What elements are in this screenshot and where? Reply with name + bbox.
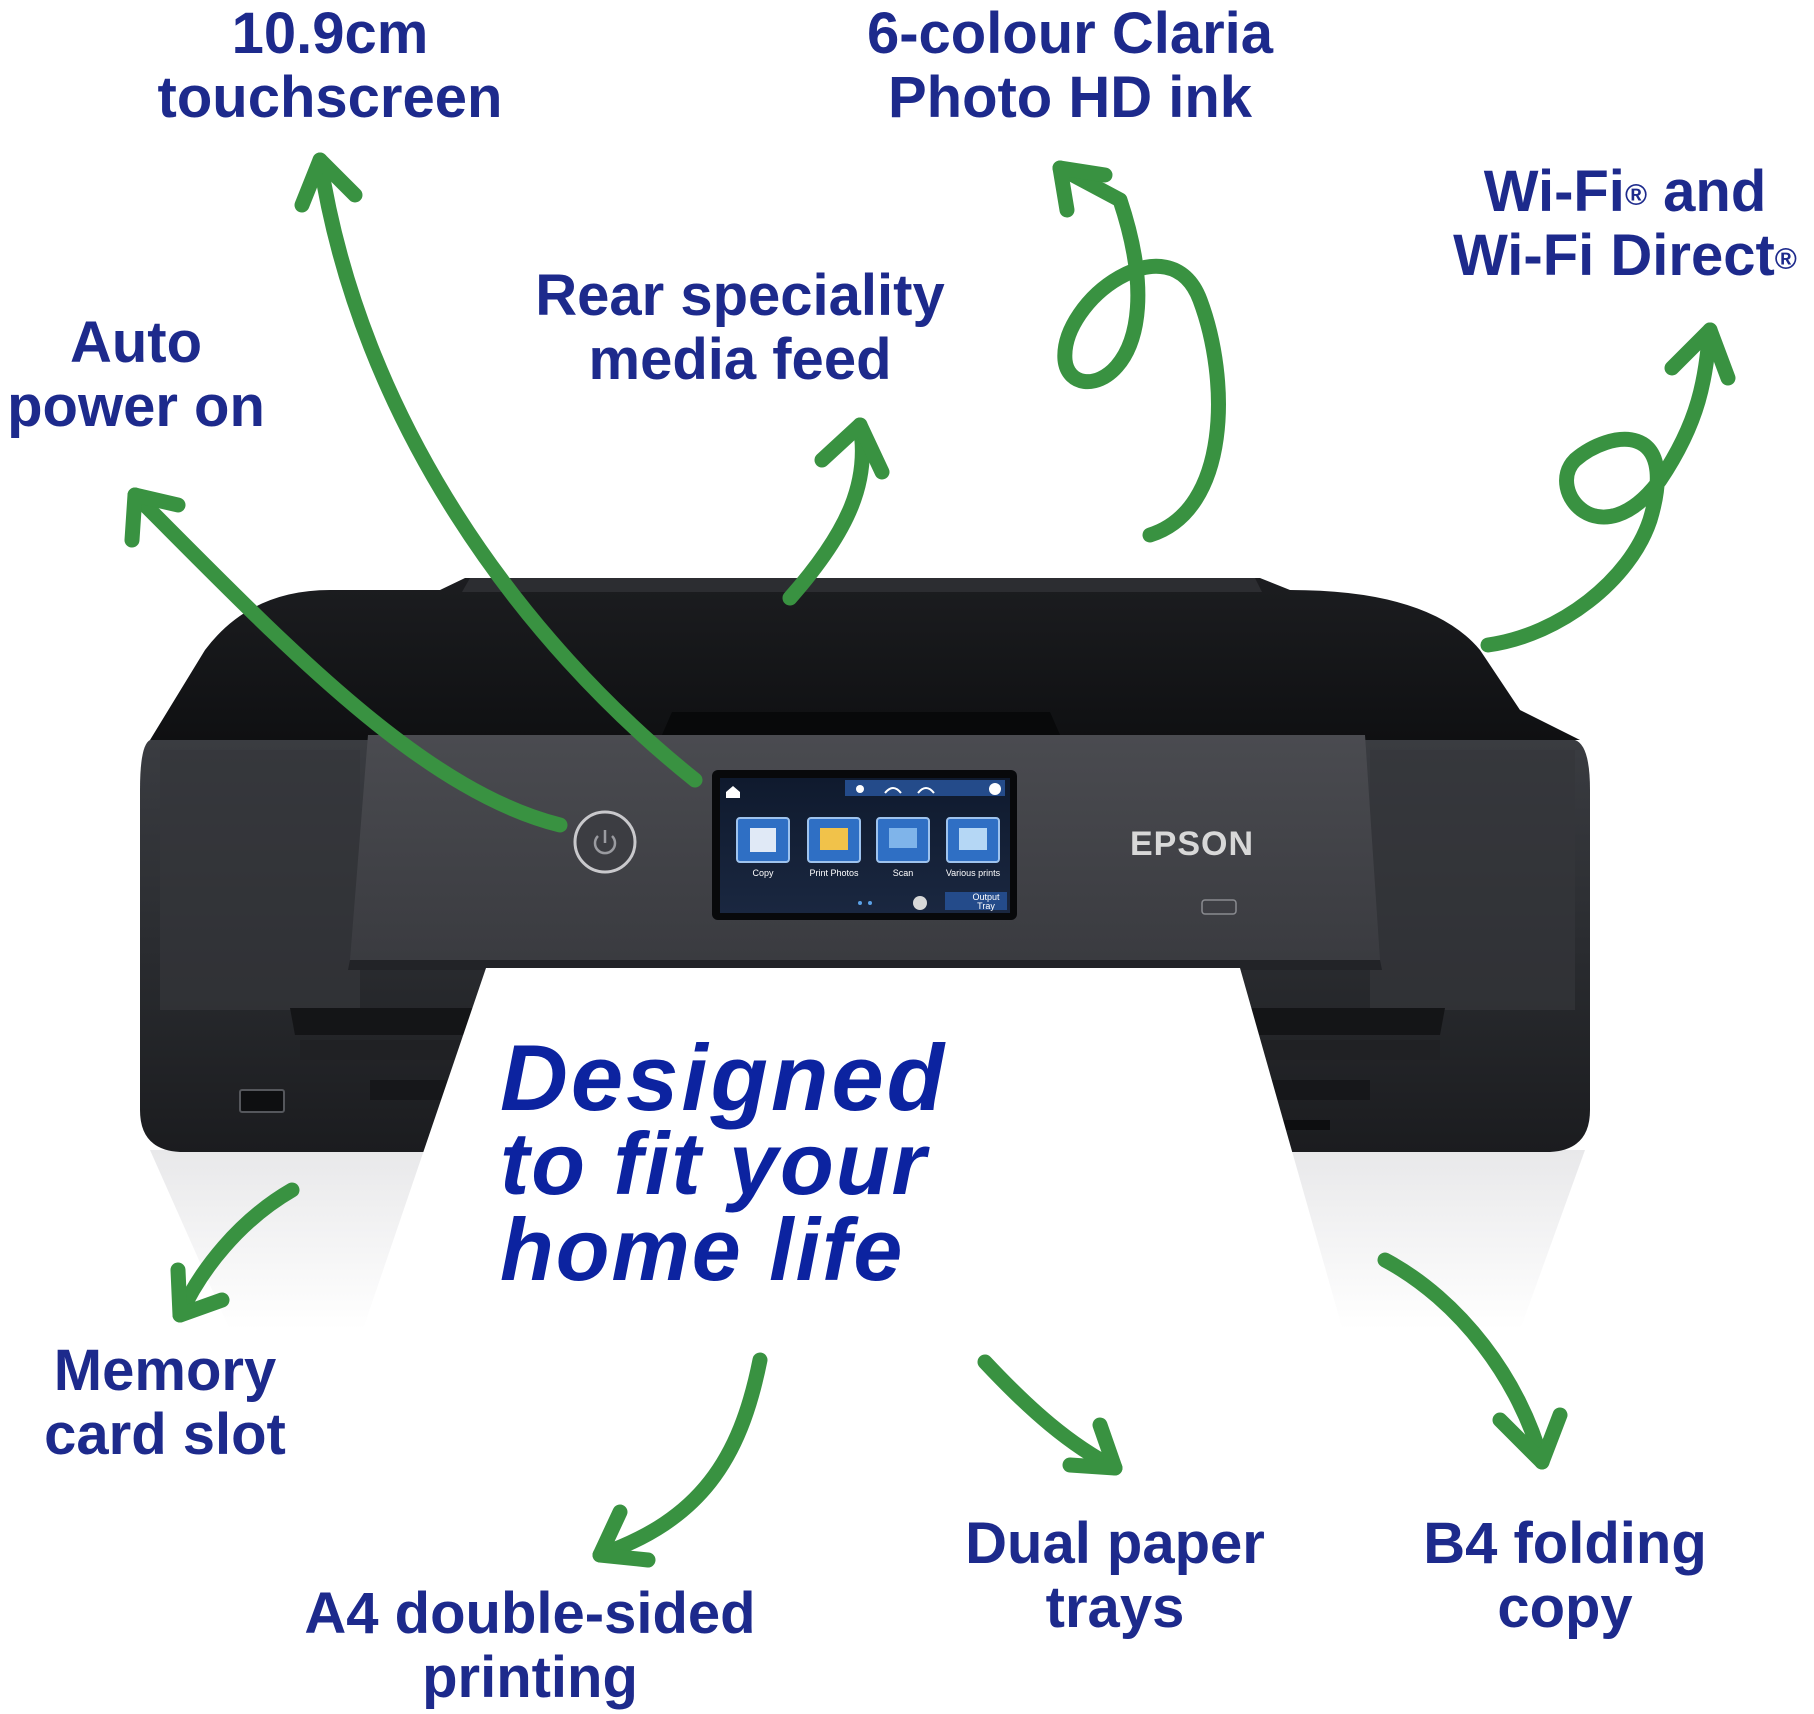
arrow-duplex bbox=[592, 1352, 768, 1563]
home-icon bbox=[726, 786, 740, 798]
arrow-trays bbox=[977, 1354, 1123, 1476]
brand-logo: EPSON bbox=[1130, 825, 1254, 863]
printed-paper bbox=[360, 968, 1345, 1338]
feature-rear-feed: Rear speciality media feed bbox=[535, 263, 945, 392]
callout-arrows bbox=[124, 152, 1736, 1568]
arrow-memory-card bbox=[172, 1182, 300, 1323]
arrow-duplex-head bbox=[592, 1504, 656, 1568]
touchscreen-display: Copy Print Photos Scan Various prints Ou… bbox=[712, 770, 1017, 920]
memory-card-slot bbox=[239, 1089, 285, 1113]
arrow-ink-head bbox=[1052, 160, 1113, 218]
power-icon bbox=[593, 830, 617, 855]
arrow-wifi bbox=[1480, 322, 1718, 653]
arrow-b4-copy-head bbox=[1492, 1407, 1568, 1470]
arrow-b4-copy bbox=[1377, 1252, 1550, 1470]
arrow-ink bbox=[1052, 160, 1226, 543]
tile-label: Copy bbox=[752, 868, 774, 878]
slogan-line: home life bbox=[500, 1200, 905, 1299]
slogan-line: to fit your bbox=[500, 1114, 928, 1213]
feature-duplex: A4 double-sided printing bbox=[304, 1581, 756, 1710]
tile-label: Scan bbox=[893, 868, 914, 878]
svg-text:Output: Output bbox=[972, 892, 1000, 902]
tile-label: Various prints bbox=[946, 868, 1001, 878]
arrow-wifi-head bbox=[1664, 322, 1736, 386]
feature-ink: 6-colour Claria Photo HD ink bbox=[866, 1, 1274, 130]
arrow-rear-feed-head bbox=[814, 417, 890, 480]
feature-memory-card: Memory card slot bbox=[44, 1338, 286, 1467]
arrow-touchscreen bbox=[312, 152, 703, 788]
svg-text:Tray: Tray bbox=[977, 901, 995, 911]
arrow-memory-card-head bbox=[170, 1262, 230, 1323]
wifi-icon bbox=[884, 787, 902, 794]
rear-feed-cover bbox=[662, 712, 1060, 735]
power-button bbox=[573, 810, 637, 874]
feature-trays: Dual paper trays bbox=[965, 1511, 1265, 1640]
output-tray-button bbox=[945, 892, 1007, 910]
ink-drop-icon bbox=[856, 785, 864, 793]
arrow-trays-head bbox=[1062, 1417, 1123, 1476]
feature-b4-copy: B4 folding copy bbox=[1423, 1511, 1707, 1640]
help-icon bbox=[989, 783, 1001, 795]
slogan-line: Designed bbox=[500, 1025, 948, 1130]
arrow-touchscreen-head bbox=[294, 152, 363, 213]
feature-touchscreen: 10.9cm touchscreen bbox=[157, 1, 503, 130]
tile-label: Print Photos bbox=[809, 868, 859, 878]
wifi-badge bbox=[1201, 899, 1237, 915]
arrow-auto-power bbox=[127, 487, 568, 833]
feature-wifi: Wi-Fi® and Wi-Fi Direct® bbox=[1453, 159, 1797, 288]
printer-top bbox=[150, 578, 1580, 740]
arrow-auto-power-head bbox=[124, 487, 186, 548]
feature-auto-power: Auto power on bbox=[7, 310, 265, 439]
slogan: Designed to fit your home life bbox=[500, 1025, 1220, 1299]
